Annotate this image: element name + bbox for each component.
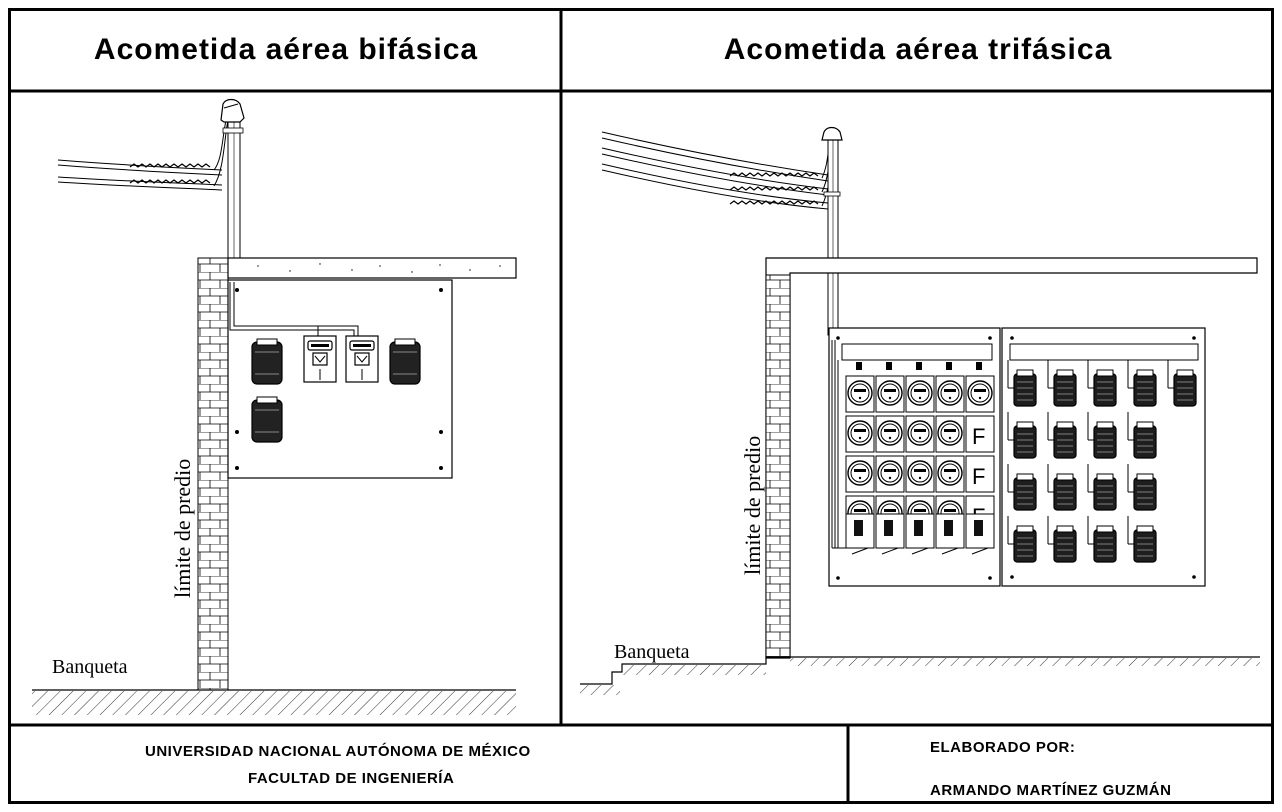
- breaker-icon: [1013, 421, 1037, 459]
- breaker-icon: [1133, 525, 1157, 563]
- meter-icon: [905, 375, 935, 413]
- meter-icon: [905, 455, 935, 493]
- breaker-icon: [1133, 369, 1157, 407]
- meter-icon: [875, 415, 905, 453]
- connector-icon: [976, 362, 982, 370]
- right-ground: [580, 656, 1260, 695]
- meter-icon: [935, 415, 965, 453]
- meter-icon: [935, 455, 965, 493]
- right-service-mast: [821, 126, 843, 336]
- left-meter-board: [227, 279, 453, 479]
- breaker-icon: [1133, 421, 1157, 459]
- breaker-icon: [1093, 421, 1117, 459]
- breaker-icon: [1053, 369, 1077, 407]
- fuse-cell: [965, 455, 995, 493]
- feeder-line: [1167, 360, 1174, 389]
- switch-icon: [935, 513, 965, 555]
- drawing-frame: [8, 8, 1274, 804]
- meter-icon: [345, 335, 379, 383]
- meter-icon: [845, 455, 875, 493]
- connector-icon: [886, 362, 892, 370]
- right-brick-wall: [765, 274, 791, 659]
- breaker-icon: [1093, 369, 1117, 407]
- switch-icon: [875, 513, 905, 555]
- feeder-line: [1047, 464, 1054, 493]
- breaker-icon: [251, 338, 283, 385]
- right-property-limit-label: límite de predio: [740, 436, 765, 575]
- meter-icon: [303, 335, 337, 383]
- fuse-label: F: [972, 424, 985, 449]
- meter-icon: [875, 455, 905, 493]
- footer-faculty: FACULTAD DE INGENIERÍA: [248, 770, 455, 787]
- breaker-icon: [1093, 525, 1117, 563]
- fuse-cell: [965, 415, 995, 453]
- meter-icon: [905, 415, 935, 453]
- footer-made-by-label: ELABORADO POR:: [930, 739, 1076, 756]
- right-meter-board: FFF: [828, 327, 1001, 587]
- fuse-label: F: [972, 464, 985, 489]
- right-panel-title: Acometida aérea trifásica: [723, 33, 1113, 66]
- left-ground: [32, 689, 516, 715]
- breaker-icon: [1053, 525, 1077, 563]
- connector-icon: [916, 362, 922, 370]
- feeder-line: [1127, 412, 1134, 441]
- feeder-line: [1127, 516, 1134, 545]
- breaker-icon: [389, 338, 421, 385]
- feeder-line: [1087, 360, 1094, 389]
- meter-icon: [965, 375, 995, 413]
- breaker-icon: [251, 396, 283, 443]
- feeder-line: [1087, 464, 1094, 493]
- feeder-line: [1007, 412, 1014, 441]
- feeder-line: [1007, 464, 1014, 493]
- breaker-icon: [1053, 421, 1077, 459]
- feeder-line: [1007, 360, 1014, 389]
- breaker-icon: [1053, 473, 1077, 511]
- switch-icon: [905, 513, 935, 555]
- meter-icon: [845, 415, 875, 453]
- left-service-mast: [220, 98, 245, 259]
- connector-icon: [856, 362, 862, 370]
- meter-icon: [935, 375, 965, 413]
- right-overhead-cables: [601, 131, 835, 210]
- switch-icon: [845, 513, 875, 555]
- left-roof-slab: [227, 257, 517, 279]
- breaker-icon: [1093, 473, 1117, 511]
- left-brick-wall: [197, 257, 229, 691]
- breaker-icon: [1173, 369, 1197, 407]
- breaker-icon: [1013, 525, 1037, 563]
- feeder-line: [1127, 360, 1134, 389]
- left-overhead-cables: [57, 119, 229, 191]
- right-breaker-board: [1001, 327, 1206, 587]
- breaker-icon: [1133, 473, 1157, 511]
- footer-author: ARMANDO MARTÍNEZ GUZMÁN: [930, 782, 1172, 799]
- feeder-line: [1087, 516, 1094, 545]
- meter-icon: [875, 375, 905, 413]
- connector-icon: [946, 362, 952, 370]
- left-sidewalk-label: Banqueta: [52, 656, 128, 678]
- feeder-line: [1007, 516, 1014, 545]
- breaker-icon: [1013, 473, 1037, 511]
- right-sidewalk-label: Banqueta: [614, 641, 690, 663]
- feeder-line: [1087, 412, 1094, 441]
- footer-university: UNIVERSIDAD NACIONAL AUTÓNOMA DE MÉXICO: [145, 743, 531, 760]
- feeder-line: [1127, 464, 1134, 493]
- feeder-line: [1047, 516, 1054, 545]
- left-property-limit-label: límite de predio: [170, 459, 195, 598]
- meter-icon: [845, 375, 875, 413]
- left-panel-title: Acometida aérea bifásica: [93, 33, 479, 66]
- feeder-line: [1047, 360, 1054, 389]
- feeder-line: [1047, 412, 1054, 441]
- switch-icon: [965, 513, 995, 555]
- breaker-icon: [1013, 369, 1037, 407]
